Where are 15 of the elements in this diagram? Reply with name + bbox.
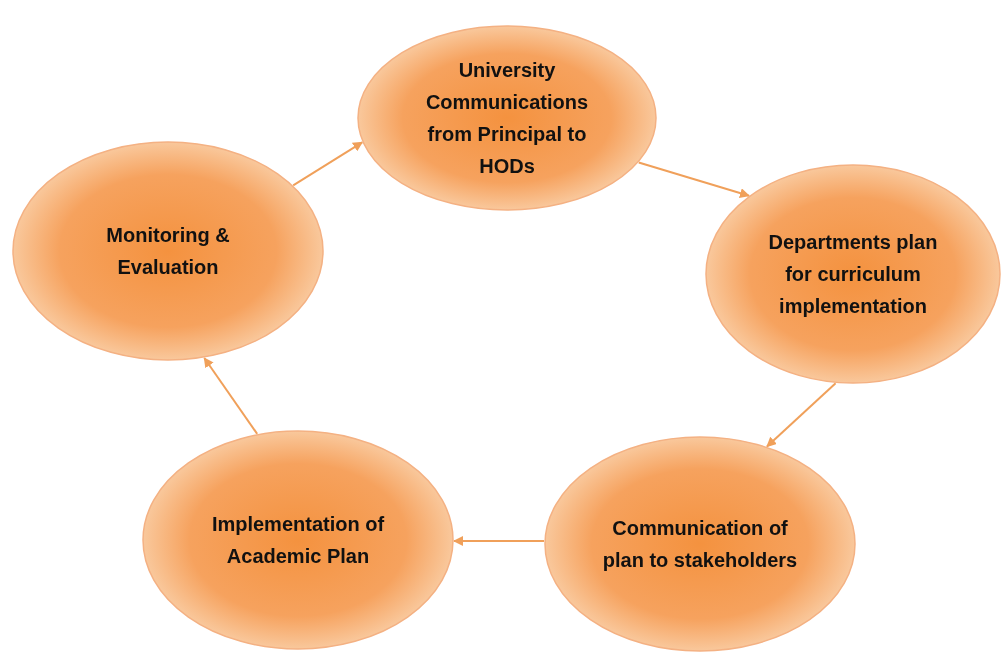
process-ellipse bbox=[544, 436, 856, 652]
node-label: University Communications from Principal to HODs bbox=[424, 58, 590, 179]
process-ellipse bbox=[705, 164, 1001, 384]
arrow bbox=[292, 141, 364, 187]
arrow bbox=[637, 161, 750, 198]
process-ellipse bbox=[142, 430, 454, 650]
node-label: Departments plan for curriculum implementation bbox=[767, 230, 939, 319]
process-ellipse bbox=[357, 25, 657, 211]
node-label: Monitoring & Evaluation bbox=[105, 223, 231, 280]
process-ellipse bbox=[12, 141, 324, 361]
arrow bbox=[203, 357, 259, 435]
node-label: Implementation of Academic Plan bbox=[210, 512, 386, 569]
arrow bbox=[766, 382, 837, 448]
arrow bbox=[453, 536, 546, 546]
node-label: Communication of plan to stakeholders bbox=[601, 516, 799, 573]
